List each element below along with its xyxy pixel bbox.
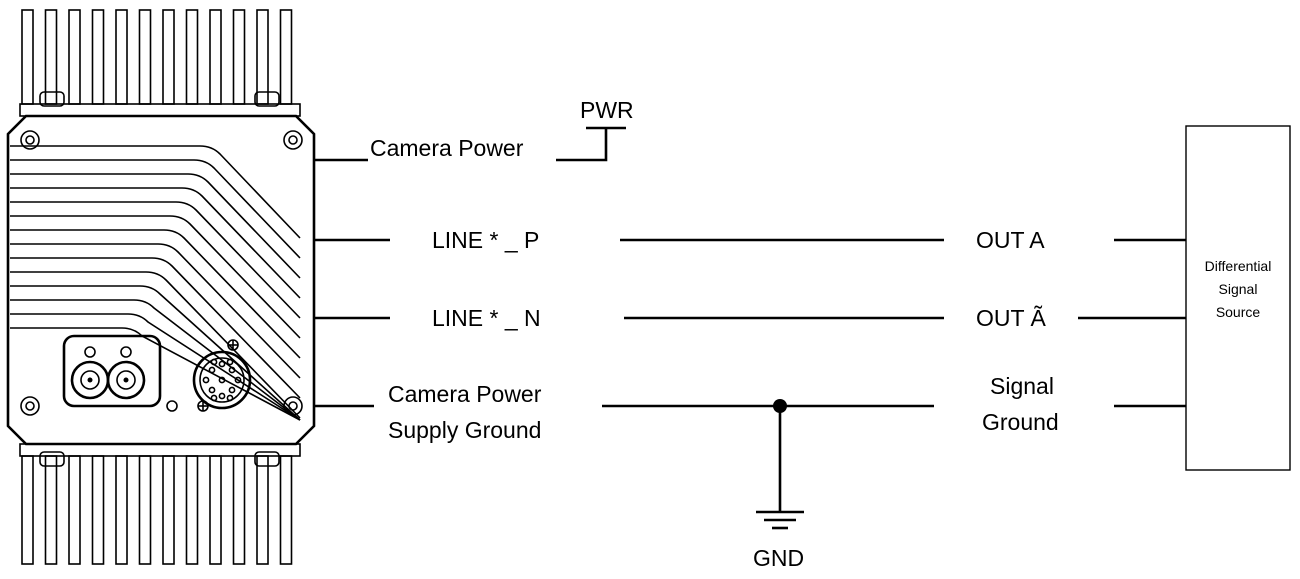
screw-bottom-left [20,396,40,416]
screw-top-right [283,130,303,150]
housing-rib [10,229,301,359]
heatsink-fin [68,9,81,105]
connector-pin [218,376,226,384]
heatsink-fin [115,455,128,565]
connector-pin [218,392,226,400]
heatsink-fin [91,455,105,565]
top-heatsink [21,9,293,105]
housing-rib [10,173,301,279]
connector-pin [210,394,218,402]
out-a-bar-label: OUT Ã [976,305,1047,331]
connector-pin [228,386,236,394]
housing-rib [10,299,301,421]
connector-pin [208,386,216,394]
heatsink-fin [162,9,175,105]
housing-rib [10,159,301,259]
ground-label-line1: Camera Power [388,381,542,407]
connector-pin [226,358,234,366]
connector-pin [210,358,218,366]
housing-rib [10,187,301,299]
heatsink-fin [44,9,58,105]
ground-label-line2: Supply Ground [388,417,541,443]
heatsink-fin [185,9,199,105]
source-label-line1: Differential [1205,258,1272,274]
heatsink-fin [232,455,246,565]
camera-power-label: Camera Power [370,135,524,161]
heatsink-fin [138,455,152,565]
heatsink-fin [21,455,34,565]
source-label-line2: Signal [1219,281,1258,297]
connector-pin [202,376,210,384]
heatsink-fin [21,9,34,105]
camera-device [6,9,316,565]
housing-rib [10,215,301,339]
heatsink-fin [185,455,199,565]
housing-rib [10,313,301,421]
power-wire-to-pwr [556,126,626,162]
housing-rib [10,145,301,239]
heatsink-fin [256,9,269,105]
heatsink-fin [279,9,293,105]
connector-pin [234,376,242,384]
connector-pin [228,366,236,374]
heatsink-fin [232,9,246,105]
housing-rib [10,201,301,319]
differential-source-box [1185,125,1291,471]
heatsink-fin [209,455,222,565]
signal-ground-line2: Ground [982,409,1059,435]
heatsink-fin [209,9,222,105]
line-p-label: LINE * _ P [432,227,539,253]
connector-pin [226,394,234,402]
coax-connector [62,334,162,408]
heatsink-fin [68,455,81,565]
camera-ribs [10,145,301,421]
connector-pin [218,360,226,368]
line-n-label: LINE * _ N [432,305,541,331]
heatsink-fin [91,9,105,105]
heatsink-fin [162,455,175,565]
source-label-line3: Source [1216,304,1261,320]
out-a-label: OUT A [976,227,1045,253]
heatsink-fin [44,455,58,565]
screw-top-left [20,130,40,150]
housing-rib [10,285,301,421]
status-led [166,400,178,412]
io-connector [192,339,252,412]
gnd-symbol [756,406,804,530]
signal-ground-line1: Signal [990,373,1054,399]
bottom-heatsink [21,455,293,565]
housing-rib [10,243,301,379]
housing-rib [10,257,301,399]
pwr-label: PWR [580,97,634,123]
heatsink-fin [115,9,128,105]
housing-rib [10,271,301,419]
gnd-label: GND [753,545,804,571]
heatsink-fin [138,9,152,105]
heatsink-fin [256,455,269,565]
connector-pin [208,366,216,374]
heatsink-fin [279,455,293,565]
